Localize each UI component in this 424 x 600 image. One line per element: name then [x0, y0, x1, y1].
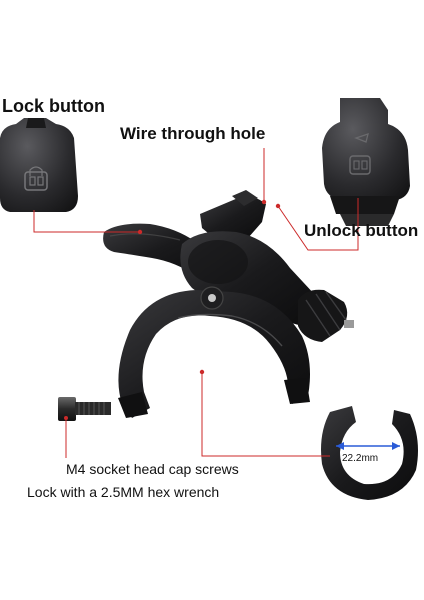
wrench-label: Lock with a 2.5MM hex wrench: [27, 484, 220, 500]
adjust-knob: [298, 289, 354, 342]
unlock-button-label: Unlock button: [304, 221, 419, 240]
handlebar-clamp: [103, 190, 354, 418]
diameter-label: 22.2mm: [342, 453, 379, 464]
callout-dots: [64, 199, 281, 420]
unlock-button-inset: [322, 98, 410, 226]
socket-screw: [58, 397, 111, 421]
lock-button-label: Lock button: [2, 96, 105, 116]
lock-button-inset: [0, 118, 78, 212]
callout-lines: [33, 148, 359, 457]
screw-label: M4 socket head cap screws: [66, 461, 239, 477]
wire-hole-label: Wire through hole: [120, 124, 266, 143]
diameter-inset: [321, 406, 418, 500]
